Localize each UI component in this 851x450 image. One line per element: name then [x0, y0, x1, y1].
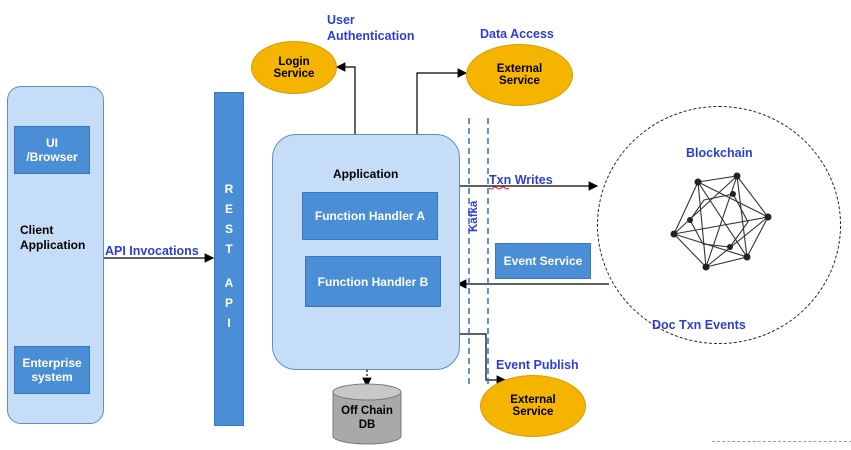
ui-browser-line1: UI: [46, 136, 58, 150]
corner-dashed-mark: [712, 441, 851, 450]
auth-arrow: [335, 62, 356, 134]
external-service-top-line1: External: [496, 63, 543, 75]
login-service: Login Service: [251, 41, 337, 94]
kafka-label: Kafka: [468, 200, 480, 232]
blockchain-boundary: [597, 106, 841, 344]
external-service-bottom-line2: Service: [512, 406, 554, 418]
off-chain-db-cylinder: [332, 383, 402, 445]
event-publish-label: Event Publish: [496, 358, 579, 372]
api-letter-i: I: [227, 316, 231, 330]
api-letter-p: P: [224, 296, 233, 310]
enterprise-system-box: Enterprise system: [14, 346, 90, 394]
api-letter-a: A: [224, 276, 234, 290]
event-publish-arrow: [460, 333, 507, 385]
enterprise-system-line2: system: [31, 370, 73, 384]
login-service-line1: Login: [278, 55, 310, 68]
rest-letter-t: T: [225, 242, 233, 256]
external-service-top-line2: Service: [499, 75, 540, 87]
user-auth-label-line1: User: [327, 13, 355, 27]
off-chain-db-line1: Off Chain: [341, 405, 393, 417]
client-application-title-line2: Application: [20, 238, 86, 252]
user-auth-label-line2: Authentication: [327, 29, 415, 43]
rest-letter-s: S: [224, 222, 233, 236]
client-application-title-line1: Client: [20, 223, 54, 237]
ui-browser-box: UI /Browser: [14, 126, 90, 174]
data-access-arrow: [416, 68, 468, 134]
application-panel: [272, 134, 460, 370]
blockchain-network-icon: [670, 172, 772, 271]
rest-letter-e: E: [224, 202, 233, 216]
external-service-bottom: External Service: [480, 375, 586, 437]
event-service-box: Event Service: [495, 243, 591, 279]
enterprise-system-line1: Enterprise: [22, 356, 82, 370]
application-title: Application: [333, 167, 399, 181]
api-invocations-label: API Invocations: [105, 244, 199, 258]
off-chain-db-label: Off Chain DB: [332, 404, 402, 432]
external-service-bottom-line1: External: [510, 394, 556, 406]
rest-api-bar: R E S T A P I: [214, 92, 244, 426]
spell-underline: [488, 186, 510, 190]
ui-browser-line2: /Browser: [26, 150, 78, 164]
external-service-top: External Service: [466, 44, 573, 106]
rest-letter-r: R: [224, 182, 234, 196]
data-access-label: Data Access: [480, 27, 554, 41]
off-chain-db-line2: DB: [358, 419, 376, 431]
login-service-line2: Service: [273, 67, 315, 80]
blockchain-title: Blockchain: [686, 146, 753, 160]
function-handler-a: Function Handler A: [302, 192, 438, 240]
function-handler-b: Function Handler B: [305, 256, 441, 307]
txn-writes-label: Txn Writes: [489, 173, 553, 187]
